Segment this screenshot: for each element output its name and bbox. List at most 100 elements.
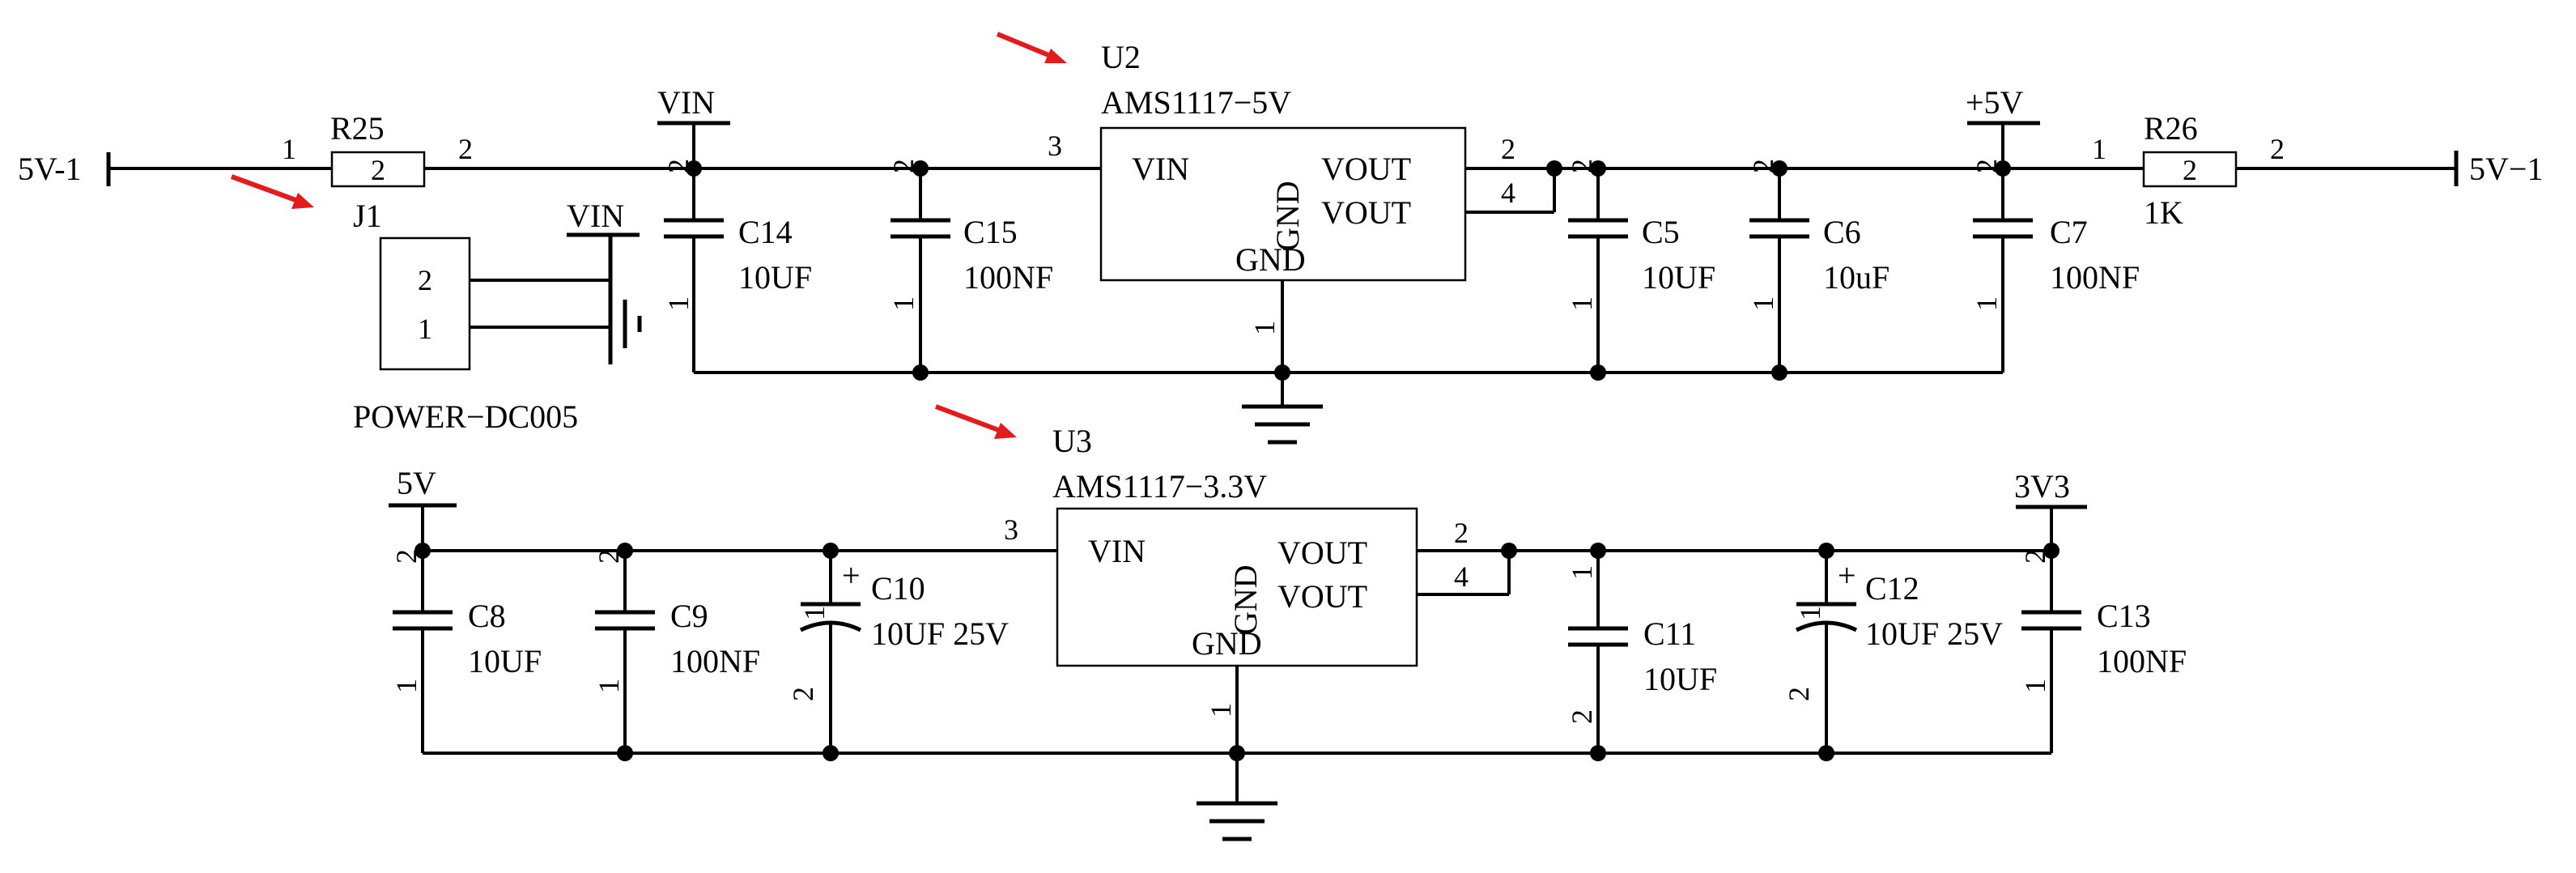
regulator-u2[interactable]: U2 AMS1117−5V VIN VOUT VOUT GND GND 3 2 … bbox=[1048, 39, 1515, 335]
c5-value: 10UF bbox=[1642, 259, 1715, 296]
svg-text:1: 1 bbox=[662, 296, 695, 311]
c12-ref: C12 bbox=[1865, 570, 1919, 607]
svg-text:1: 1 bbox=[1566, 565, 1598, 580]
svg-text:1: 1 bbox=[1248, 321, 1281, 335]
r26-ref: R26 bbox=[2144, 110, 2198, 147]
c11-value: 10UF bbox=[1643, 661, 1717, 697]
capacitor-c8[interactable]: 2 1 C8 10UF bbox=[390, 549, 542, 753]
svg-text:GND: GND bbox=[1235, 241, 1306, 278]
capacitor-c10[interactable]: + 1 2 C10 10UF 25V bbox=[787, 551, 1009, 753]
junctions-lower bbox=[414, 543, 2060, 761]
svg-text:1: 1 bbox=[1205, 703, 1237, 718]
capacitor-c7[interactable]: 2 1 C7 100NF bbox=[1970, 159, 2140, 373]
lower-circuit: 5V 2 1 C8 10UF 2 1 C9 100NF bbox=[389, 423, 2187, 841]
svg-text:VOUT: VOUT bbox=[1321, 151, 1411, 187]
svg-text:2: 2 bbox=[1747, 159, 1779, 173]
c8-ref: C8 bbox=[468, 598, 506, 634]
annotation-arrows bbox=[230, 32, 1067, 439]
c10-ref: C10 bbox=[871, 570, 925, 607]
c9-ref: C9 bbox=[670, 598, 708, 634]
j1-pin-1: 1 bbox=[418, 313, 432, 345]
svg-text:2: 2 bbox=[1454, 517, 1469, 549]
u3-ref: U3 bbox=[1052, 423, 1092, 459]
svg-text:2: 2 bbox=[2270, 133, 2285, 165]
u3-part: AMS1117−3.3V bbox=[1052, 468, 1267, 505]
svg-text:1: 1 bbox=[887, 296, 920, 311]
c14-value: 10UF bbox=[738, 259, 812, 296]
c10-polarity: + bbox=[842, 557, 861, 594]
c7-value: 100NF bbox=[2050, 259, 2140, 296]
connector-j1[interactable]: J1 2 1 POWER−DC005 bbox=[353, 198, 642, 435]
c10-value: 10UF 25V bbox=[871, 615, 1009, 652]
c11-ref: C11 bbox=[1643, 615, 1696, 652]
svg-text:1: 1 bbox=[390, 679, 423, 693]
j1-ref: J1 bbox=[353, 198, 382, 234]
svg-text:3: 3 bbox=[1048, 130, 1062, 162]
svg-text:GND: GND bbox=[1269, 181, 1306, 251]
svg-text:VOUT: VOUT bbox=[1277, 578, 1367, 615]
capacitor-c12[interactable]: + 1 2 C12 10UF 25V bbox=[1783, 551, 2003, 753]
capacitor-c13[interactable]: 2 1 C13 100NF bbox=[2019, 549, 2187, 753]
svg-text:1: 1 bbox=[1794, 606, 1826, 620]
svg-text:1: 1 bbox=[2019, 679, 2051, 693]
c15-ref: C15 bbox=[963, 214, 1018, 250]
j1-pin-2: 2 bbox=[418, 264, 432, 296]
net-label-3v3: 3V3 bbox=[2014, 468, 2070, 505]
u2-ref: U2 bbox=[1101, 39, 1141, 75]
capacitor-c9[interactable]: 2 1 C9 100NF bbox=[593, 549, 760, 753]
svg-text:2: 2 bbox=[1783, 687, 1815, 701]
c15-value: 100NF bbox=[963, 259, 1053, 296]
c9-value: 100NF bbox=[670, 643, 760, 679]
arrow-u3 bbox=[934, 404, 1017, 439]
svg-text:2: 2 bbox=[2183, 154, 2197, 186]
regulator-u3[interactable]: U3 AMS1117−3.3V VIN VOUT VOUT GND GND 3 … bbox=[1004, 423, 1469, 718]
svg-text:4: 4 bbox=[1501, 177, 1515, 209]
r25-ref: R25 bbox=[330, 110, 385, 147]
svg-text:2: 2 bbox=[1566, 159, 1598, 173]
svg-text:1: 1 bbox=[593, 679, 625, 693]
net-label-vin-j1: VIN bbox=[567, 198, 624, 234]
r25-pin2: 2 bbox=[458, 133, 473, 165]
svg-text:VOUT: VOUT bbox=[1277, 534, 1367, 571]
upper-circuit: 5V-1 2 R25 1 2 VIN 2 1 C14 10UF bbox=[18, 39, 2543, 445]
net-label-vin-top: VIN bbox=[657, 84, 715, 121]
c8-value: 10UF bbox=[468, 643, 542, 679]
svg-text:4: 4 bbox=[1454, 560, 1469, 593]
svg-text:VIN: VIN bbox=[1088, 533, 1146, 569]
u2-part: AMS1117−5V bbox=[1101, 84, 1291, 121]
svg-text:1: 1 bbox=[798, 606, 831, 620]
ground-symbol-upper bbox=[1242, 404, 1323, 445]
r25-body-mark: 2 bbox=[371, 154, 385, 186]
net-label-5v: 5V bbox=[397, 465, 436, 501]
c14-ref: C14 bbox=[738, 214, 793, 250]
ground-symbol-lower bbox=[1197, 801, 1277, 841]
resistor-r25[interactable]: 2 R25 1 2 bbox=[282, 110, 473, 188]
capacitor-c11[interactable]: 1 2 C11 10UF bbox=[1566, 551, 1717, 753]
c7-ref: C7 bbox=[2050, 214, 2088, 250]
svg-text:1: 1 bbox=[1970, 296, 2003, 311]
svg-text:VOUT: VOUT bbox=[1321, 194, 1411, 231]
svg-text:2: 2 bbox=[390, 549, 423, 564]
c13-value: 100NF bbox=[2097, 643, 2187, 679]
net-label-5v1-out: 5V−1 bbox=[2469, 151, 2543, 187]
capacitor-c6[interactable]: 2 1 C6 10uF bbox=[1747, 159, 1889, 373]
svg-text:2: 2 bbox=[787, 687, 819, 701]
capacitor-c15[interactable]: 2 1 C15 100NF bbox=[887, 159, 1053, 373]
junctions-upper bbox=[686, 160, 2011, 381]
c5-ref: C5 bbox=[1642, 214, 1680, 250]
capacitor-c14[interactable]: 2 1 C14 10UF bbox=[662, 159, 812, 373]
r25-pin1: 1 bbox=[282, 133, 296, 165]
c13-ref: C13 bbox=[2097, 598, 2151, 634]
net-label-5v1-in: 5V-1 bbox=[18, 151, 82, 187]
net-label-plus5v: +5V bbox=[1966, 84, 2024, 121]
svg-text:2: 2 bbox=[1501, 133, 1515, 165]
svg-text:2: 2 bbox=[887, 159, 920, 173]
capacitor-c5[interactable]: 2 1 C5 10UF bbox=[1566, 159, 1715, 373]
arrow-j1 bbox=[230, 174, 314, 209]
j1-part: POWER−DC005 bbox=[353, 398, 578, 435]
c12-polarity: + bbox=[1838, 557, 1856, 594]
arrow-u2 bbox=[996, 32, 1067, 63]
svg-text:1: 1 bbox=[1566, 296, 1598, 311]
resistor-r26[interactable]: 2 R26 1K 1 2 bbox=[2092, 110, 2285, 231]
